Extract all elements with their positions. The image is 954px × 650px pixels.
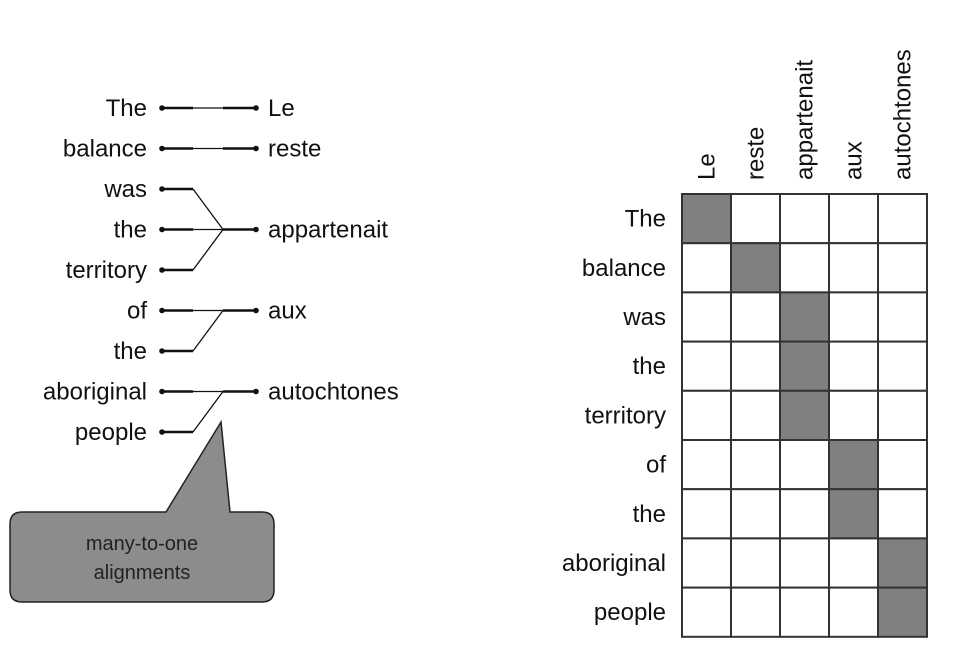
matrix-cell-empty [828, 340, 879, 392]
matrix-cell-aligned [779, 340, 830, 392]
matrix-cell-aligned [877, 586, 928, 638]
matrix-column-label: Le [694, 153, 721, 180]
matrix-cell-empty [779, 439, 830, 491]
matrix-cell-empty [681, 488, 732, 540]
matrix-column-label: autochtones [890, 49, 917, 180]
matrix-cell-empty [681, 291, 732, 343]
alignment-link [192, 188, 224, 230]
alignment-link [192, 391, 224, 433]
source-word: balance [63, 136, 147, 163]
matrix-cell-empty [877, 488, 928, 540]
matrix-cell-empty [877, 242, 928, 294]
matrix-cell-aligned [681, 193, 732, 245]
matrix-row-label: of [646, 452, 666, 479]
matrix-column-label: appartenait [792, 60, 819, 180]
matrix-cell-empty [730, 586, 781, 638]
matrix-cell-empty [681, 537, 732, 589]
target-word: Le [268, 95, 295, 122]
matrix-cell-empty [730, 537, 781, 589]
source-word: people [75, 419, 147, 446]
matrix-cell-empty [828, 586, 879, 638]
source-word: aboriginal [43, 379, 147, 406]
matrix-cell-aligned [828, 439, 879, 491]
matrix-cell-aligned [779, 389, 830, 441]
matrix-cell-empty [828, 537, 879, 589]
matrix-cell-empty [779, 242, 830, 294]
source-word: the [114, 217, 147, 244]
matrix-column-label: reste [743, 127, 770, 180]
matrix-cell-empty [828, 193, 879, 245]
word-alignment-links: The balance was the territory of the aboriginal… [43, 95, 399, 446]
callout-text-line1: many-to-one [86, 533, 198, 555]
matrix-cell-empty [730, 193, 781, 245]
target-word: autochtones [268, 379, 399, 406]
matrix-cell-empty [779, 537, 830, 589]
matrix-cell-empty [730, 291, 781, 343]
matrix-cell-empty [779, 193, 830, 245]
matrix-cell-empty [877, 439, 928, 491]
matrix-cell-empty [828, 389, 879, 441]
matrix-cell-empty [681, 389, 732, 441]
alignment-link [192, 229, 224, 271]
matrix-cell-empty [730, 488, 781, 540]
source-word: territory [66, 257, 147, 284]
matrix-cell-empty [730, 389, 781, 441]
matrix-row-label: the [633, 501, 666, 528]
matrix-cell-empty [681, 586, 732, 638]
matrix-row-label: aboriginal [562, 550, 666, 577]
target-word: aux [268, 298, 307, 325]
matrix-row-label: balance [582, 255, 666, 282]
matrix-cell-empty [877, 389, 928, 441]
matrix-cell-empty [779, 488, 830, 540]
matrix-cell-empty [877, 340, 928, 392]
matrix-cell-empty [828, 291, 879, 343]
matrix-cell-aligned [828, 488, 879, 540]
matrix-column-label: aux [841, 141, 868, 180]
matrix-row-label: was [622, 304, 666, 331]
callout-bubble: many-to-one alignments [9, 419, 275, 603]
alignment-link [192, 310, 224, 352]
matrix-cell-empty [730, 340, 781, 392]
matrix-cell-empty [681, 439, 732, 491]
matrix-cell-empty [681, 340, 732, 392]
matrix-cell-empty [877, 193, 928, 245]
matrix-cell-empty [877, 291, 928, 343]
matrix-cell-aligned [877, 537, 928, 589]
matrix-row-label: The [625, 206, 666, 233]
callout-shape [9, 419, 275, 603]
source-word: The [106, 95, 147, 122]
matrix-cell-empty [681, 242, 732, 294]
source-word: was [103, 176, 147, 203]
matrix-cell-empty [828, 242, 879, 294]
source-word: the [114, 338, 147, 365]
source-word: of [127, 298, 147, 325]
matrix-row-label: the [633, 353, 666, 380]
alignment-matrix: The balance was the territory of the aboriginal… [562, 49, 928, 638]
callout-text-line2: alignments [94, 562, 191, 584]
matrix-cell-empty [779, 586, 830, 638]
matrix-cell-empty [730, 439, 781, 491]
target-word: reste [268, 136, 321, 163]
matrix-cell-aligned [779, 291, 830, 343]
matrix-cell-aligned [730, 242, 781, 294]
target-word: appartenait [268, 217, 388, 244]
matrix-row-label: people [594, 599, 666, 626]
matrix-row-label: territory [585, 402, 666, 429]
